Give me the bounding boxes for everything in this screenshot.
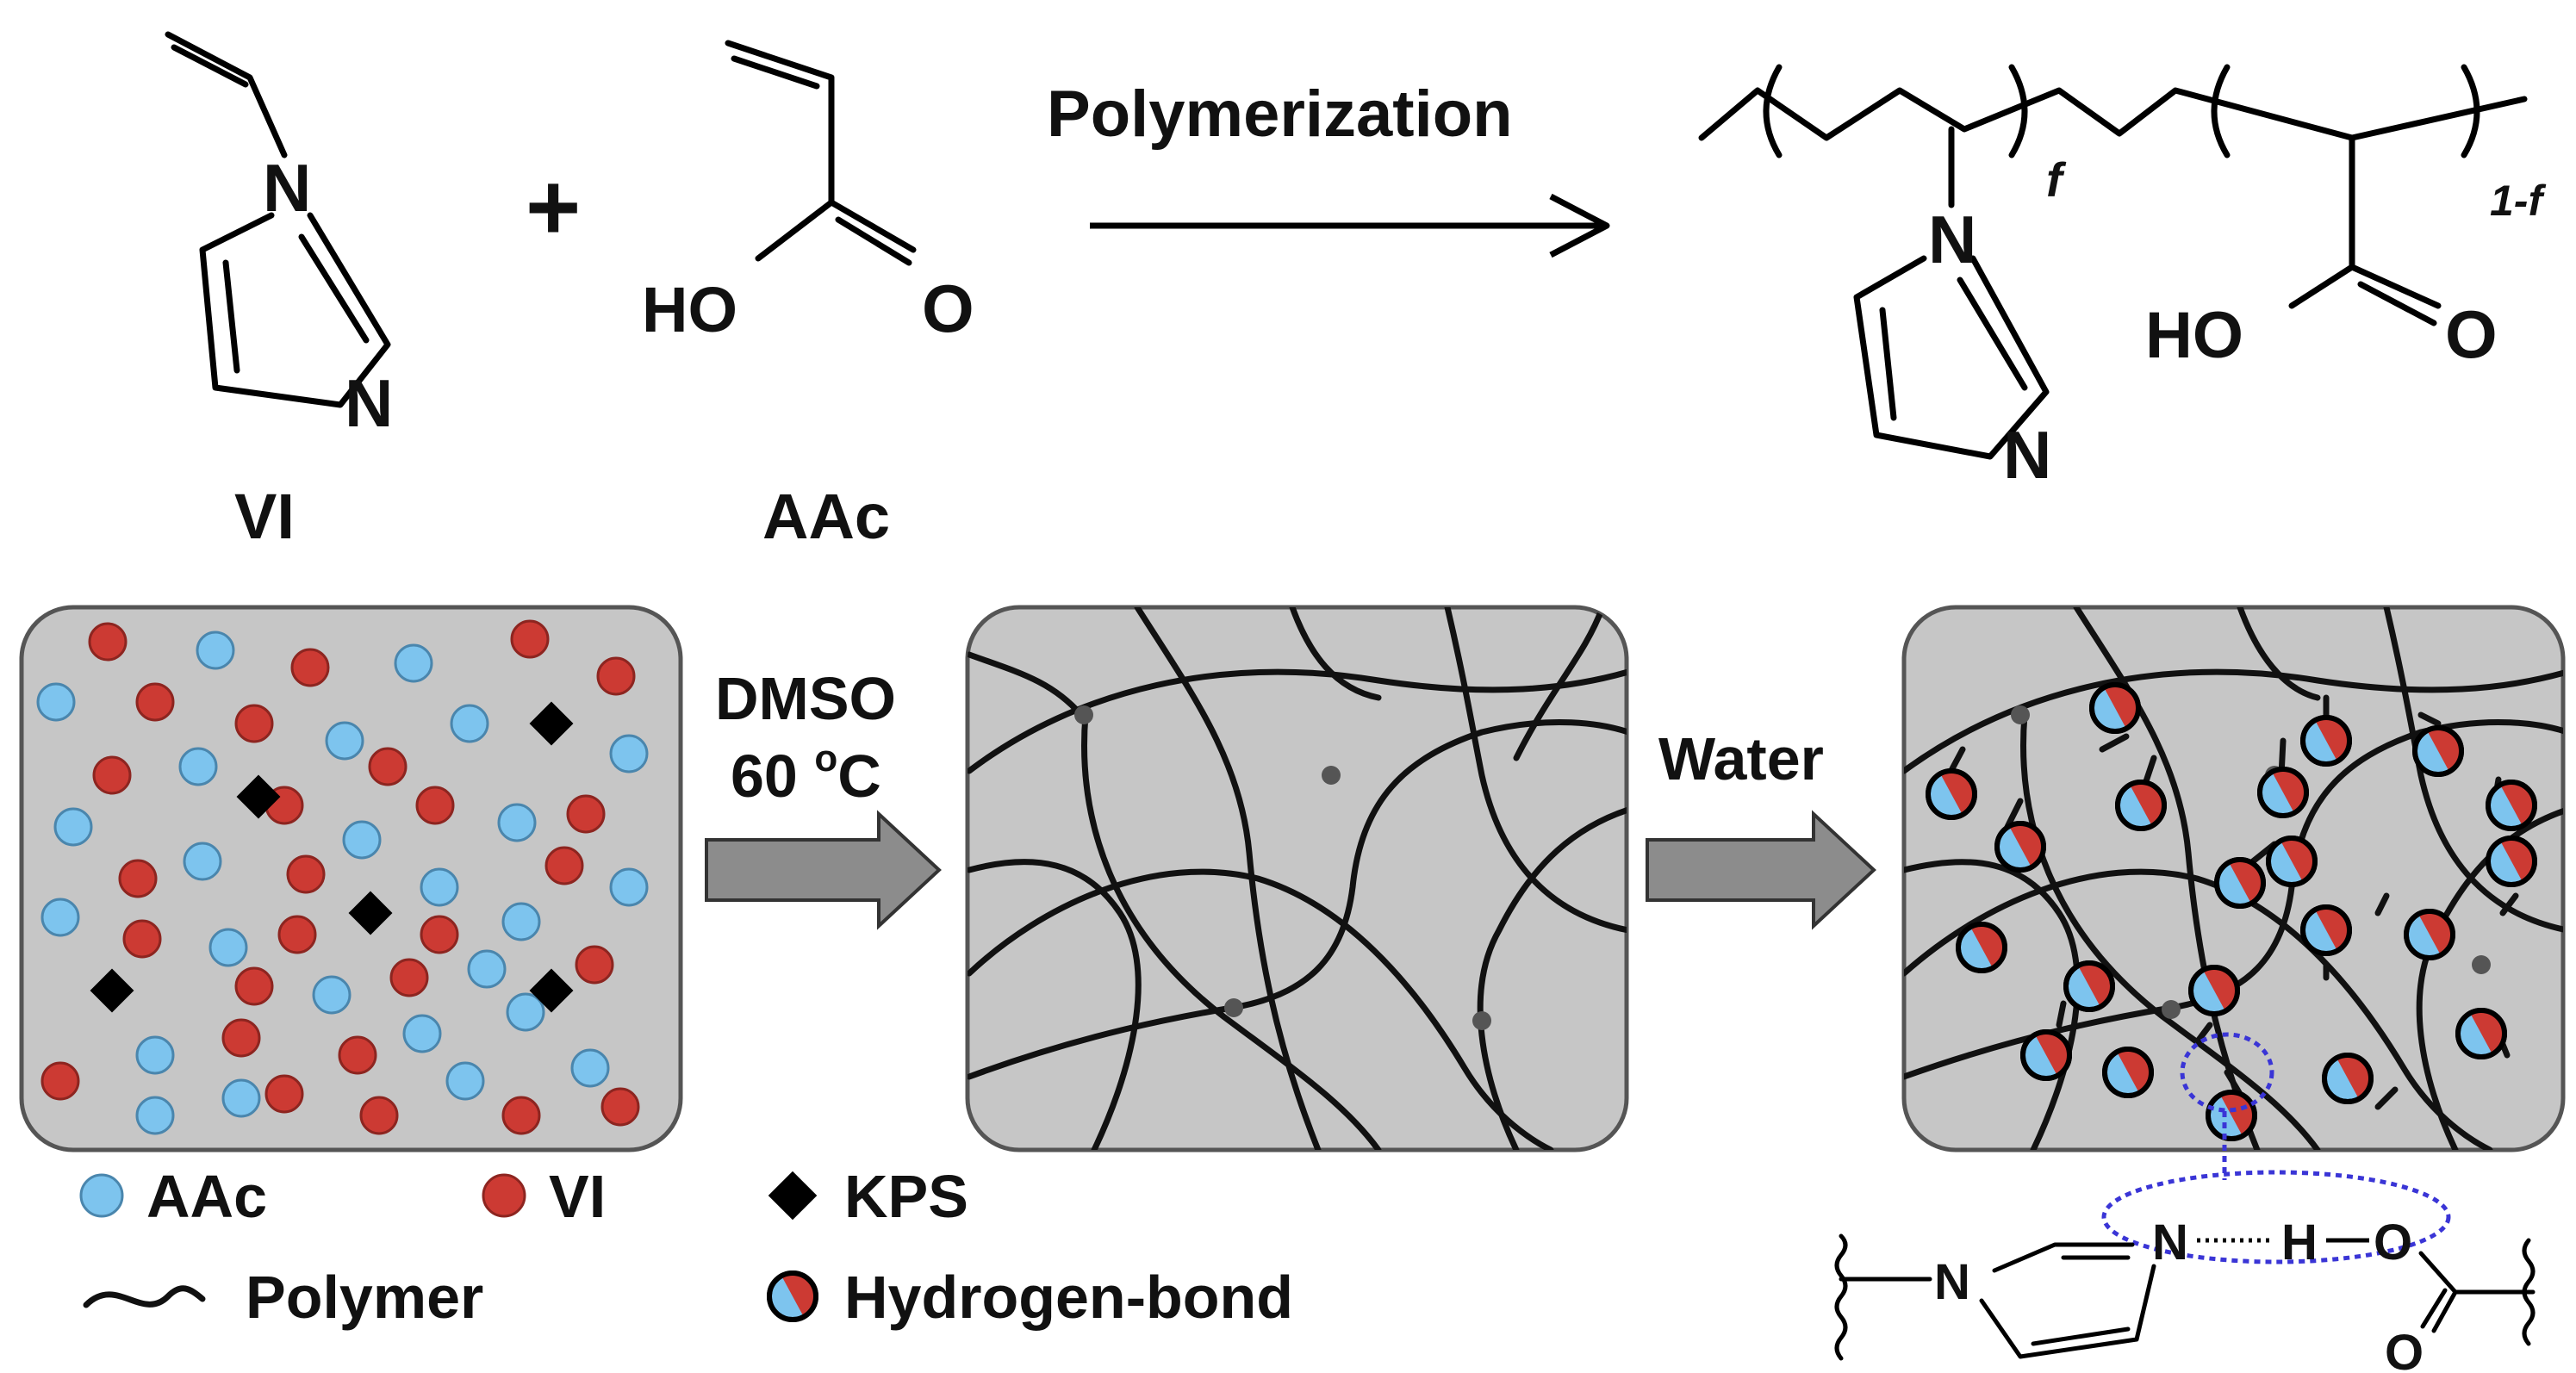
water-arrow [1646, 810, 1876, 930]
hb-ring-n1: N [1934, 1254, 1970, 1310]
hydrogen-bond-structure: N N H O O [1834, 1215, 2536, 1373]
copolymer-n3: N [2003, 417, 2051, 493]
vi-label: VI [234, 481, 295, 552]
temperature-label: 60 oC [731, 737, 881, 810]
hydrogel-panel [1901, 605, 2566, 1152]
copolymer-structure: N N f HO O 1-f [1698, 64, 2546, 493]
subscript-1-f: 1-f [2490, 177, 2546, 225]
legend-hbond-label: Hydrogen-bond [844, 1264, 1293, 1331]
legend-hydrogen-bond: Hydrogen-bond [769, 1264, 1293, 1331]
hb-ring-n3: N [2152, 1215, 2188, 1270]
vi-monomer-particles [40, 619, 640, 1135]
monomer-mixture-panel [19, 605, 683, 1152]
legend-polymer-label: Polymer [246, 1264, 483, 1331]
hydrogen-bond-icon [769, 1273, 816, 1320]
hydrogen-bond-callout [2101, 1032, 2451, 1264]
heating-arrow [705, 810, 942, 930]
kps-initiator-particles [90, 701, 574, 1013]
water-label: Water [1658, 725, 1824, 792]
copolymer-hydroxyl: HO [2145, 299, 2243, 372]
hb-carbonyl-o: O [2385, 1325, 2424, 1373]
polymerization-label: Polymerization [1047, 78, 1513, 151]
legend-aac-label: AAc [146, 1163, 267, 1230]
subscript-f: f [2046, 152, 2067, 207]
aac-label: AAc [762, 481, 890, 552]
legend-aac: AAc [79, 1163, 267, 1230]
polymerization-arrow [1090, 193, 1610, 258]
atom-n1: N [263, 150, 311, 226]
polymer-network-panel [965, 605, 1629, 1152]
atom-n3: N [345, 365, 393, 441]
hb-o-atom: O [2374, 1215, 2412, 1270]
legend-vi: VI [482, 1163, 606, 1230]
legend-vi-label: VI [549, 1163, 606, 1230]
aac-carbonyl-o: O [922, 270, 974, 346]
solvent-label: DMSO [715, 665, 896, 732]
plus-sign: + [526, 154, 581, 260]
aac-structure: HO O AAc [642, 40, 974, 552]
copolymer-n1: N [1928, 202, 1976, 277]
copolymer-carbonyl-o: O [2445, 296, 2498, 372]
legend-kps-label: KPS [844, 1163, 968, 1230]
vi-structure: N N VI [165, 31, 393, 552]
aac-hydroxyl: HO [642, 274, 737, 345]
legend: AAc VI KPS Polymer Hydrogen-bond [79, 1163, 1293, 1331]
legend-kps: KPS [768, 1163, 968, 1230]
hb-h-atom: H [2281, 1215, 2318, 1270]
aac-monomer-particles [36, 631, 649, 1135]
legend-polymer: Polymer [83, 1264, 483, 1331]
